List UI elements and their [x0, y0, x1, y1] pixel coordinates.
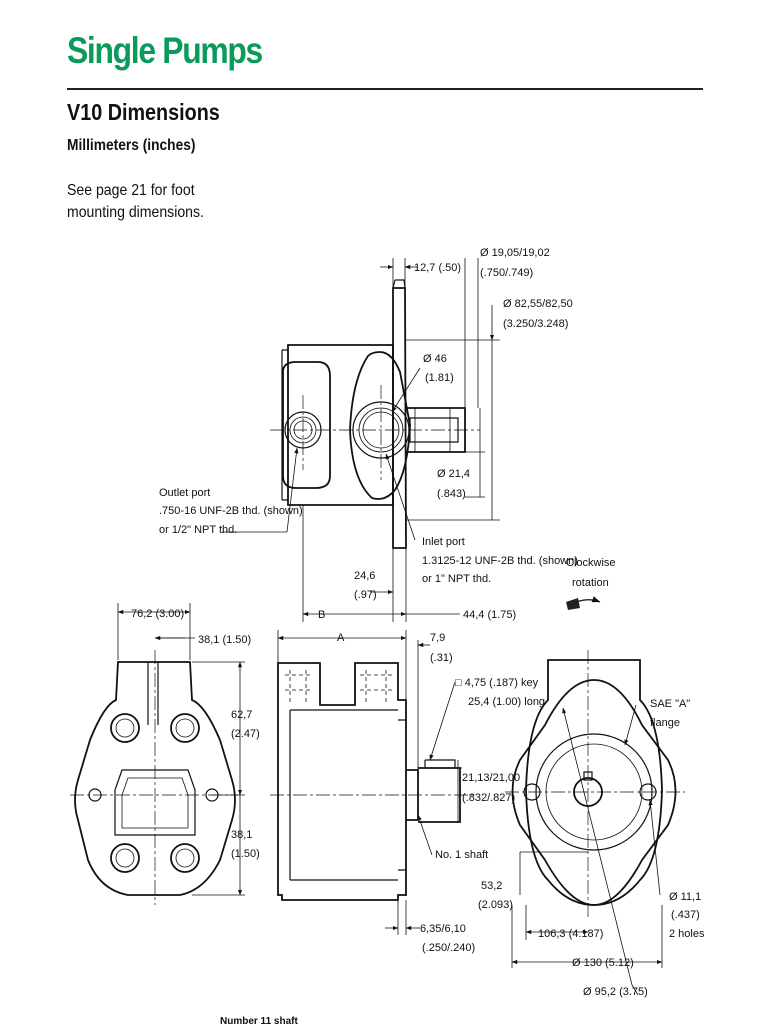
top-view-dimensions	[222, 258, 500, 622]
dim-7-9-a: 7,9	[430, 632, 445, 644]
dim-38-1-b: (1.50)	[231, 848, 260, 860]
outlet-port-npt: or 1/2" NPT thd.	[159, 524, 237, 536]
dim-82-55-b: (3.250/3.248)	[503, 318, 568, 330]
dim-19-05-a: Ø 19,05/19,02	[480, 247, 550, 259]
dim-62-7-b: (2.47)	[231, 728, 260, 740]
dim-38-1-top: 38,1 (1.50)	[198, 634, 251, 646]
side-view-drawing	[270, 662, 475, 901]
section-subtitle: Millimeters (inches)	[67, 137, 196, 154]
dim-76-2: 76,2 (3.00)	[131, 608, 184, 620]
key-size: □ 4,75 (.187) key	[455, 677, 539, 689]
inlet-port-thread: 1.3125-12 UNF-2B thd. (shown)	[422, 555, 578, 567]
foot-mount-note: See page 21 for foot mounting dimensions…	[67, 180, 204, 224]
dim-6-35-b: (.250/.240)	[422, 942, 475, 954]
dim-46-a: Ø 46	[423, 353, 447, 365]
left-end-view-dimensions	[117, 603, 245, 896]
dim-b: B	[318, 609, 325, 621]
side-view-dimensions	[277, 630, 462, 935]
dim-21-4-b: (.843)	[437, 488, 466, 500]
left-end-view-drawing	[70, 650, 240, 905]
note-line-2: mounting dimensions.	[67, 204, 204, 221]
dim-95-2: Ø 95,2 (3.75)	[583, 986, 648, 998]
page-title: Single Pumps	[67, 30, 263, 71]
cut-off-footer-text: Number 11 shaft	[220, 1016, 298, 1024]
dim-82-55-a: Ø 82,55/82,50	[503, 298, 573, 310]
dim-12-7: 12,7 (.50)	[414, 262, 461, 274]
dim-a: A	[337, 632, 345, 644]
dim-24-6-b: (.97)	[354, 589, 377, 601]
dim-130: Ø 130 (5.12)	[572, 957, 634, 969]
top-view-drawing	[270, 279, 480, 549]
dim-106-3: 106,3 (4.187)	[538, 928, 603, 940]
dim-21-13-b: (.832/.827)	[462, 792, 515, 804]
outlet-port-label: Outlet port	[159, 487, 210, 499]
section-title: V10 Dimensions	[67, 99, 220, 125]
dim-62-7-a: 62,7	[231, 709, 252, 721]
right-end-view-dimensions	[511, 704, 663, 996]
dim-38-1-a: 38,1	[231, 829, 252, 841]
dim-19-05-b: (.750/.749)	[480, 267, 533, 279]
inlet-port-label: Inlet port	[422, 536, 465, 548]
sae-flange-label-2: flange	[650, 717, 680, 729]
dim-21-13-a: 21,13/21,00	[462, 772, 520, 784]
dim-53-2-a: 53,2	[481, 880, 502, 892]
dim-7-9-b: (.31)	[430, 652, 453, 664]
dim-6-35-a: 6,35/6,10	[420, 923, 466, 935]
rotation-label: rotation	[572, 577, 609, 589]
outlet-port-thread: .750-16 UNF-2B thd. (shown)	[159, 505, 303, 517]
dim-11-1-b: (.437)	[671, 909, 700, 921]
inlet-port-npt: or 1" NPT thd.	[422, 573, 491, 585]
note-line-1: See page 21 for foot	[67, 182, 195, 199]
key-length: 25,4 (1.00) long	[468, 696, 545, 708]
dim-44-4: 44,4 (1.75)	[463, 609, 516, 621]
dim-11-1-a: Ø 11,1	[669, 891, 701, 903]
dimension-labels: 12,7 (.50) Ø 19,05/19,02 (.750/.749) Ø 8…	[131, 247, 705, 1024]
shaft-label: No. 1 shaft	[435, 849, 488, 861]
dim-46-b: (1.81)	[425, 372, 454, 384]
dim-21-4-a: Ø 21,4	[437, 468, 470, 480]
clockwise-rotation-icon	[566, 596, 601, 610]
dim-53-2-b: (2.093)	[478, 899, 513, 911]
dim-11-1-c: 2 holes	[669, 928, 705, 940]
right-end-view-drawing	[505, 650, 685, 920]
sae-flange-label: SAE "A"	[650, 698, 690, 710]
header-divider	[67, 88, 703, 90]
clockwise-label: Clockwise	[566, 557, 616, 569]
dim-24-6-a: 24,6	[354, 570, 375, 582]
